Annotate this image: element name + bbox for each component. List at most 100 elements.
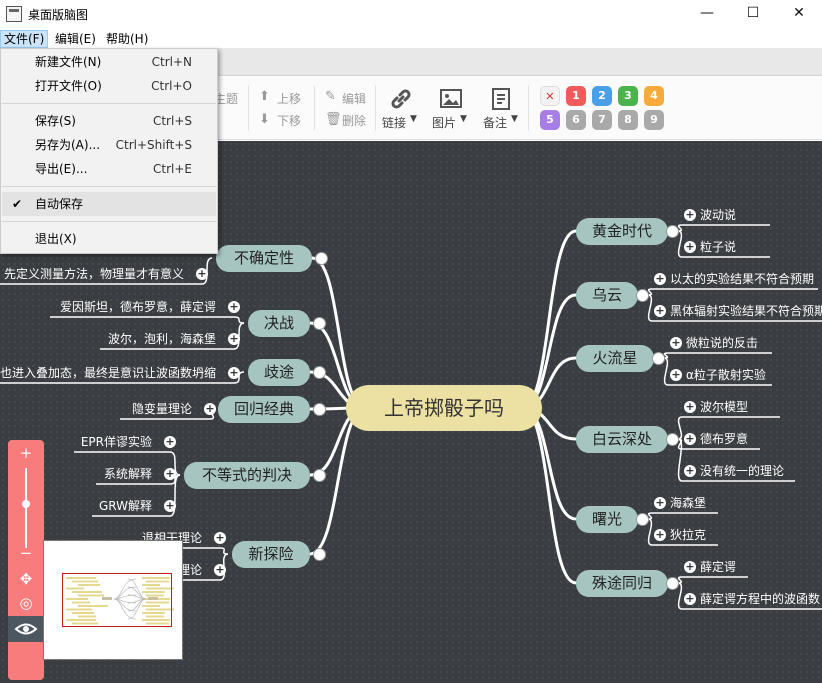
menu-item-export[interactable]: 导出(E)... Ctrl+E <box>2 157 216 181</box>
collapse-toggle[interactable] <box>313 403 326 416</box>
mindmap-canvas[interactable]: 上帝掷骰子吗 黄金时代 + 波动说 + 粒子说乌云 + 以太的实验结果不符合预期 + 黑体辐射实… <box>0 141 822 683</box>
subtopic-node[interactable]: 波动说 <box>700 208 737 222</box>
expand-plus-icon[interactable]: + <box>684 208 696 221</box>
subtopic-node[interactable]: α粒子散射实验 <box>686 368 766 382</box>
menu-help[interactable]: 帮助(H) <box>106 32 149 46</box>
topic-node[interactable]: 火流星 <box>576 345 654 372</box>
subtopic-node[interactable]: 理论 <box>177 563 202 577</box>
subtopic-node[interactable]: 黑体辐射实验结果不符合预期 <box>670 304 822 318</box>
topic-node[interactable]: 白云深处 <box>576 426 668 453</box>
menu-item-save[interactable]: 保存(S) Ctrl+S <box>2 109 216 133</box>
mini-map[interactable] <box>43 540 183 660</box>
edit-button[interactable]: 编辑 <box>342 92 367 106</box>
link-button[interactable]: 链接 <box>382 116 407 130</box>
menu-file[interactable]: 文件(F) <box>0 30 49 48</box>
priority-5-button[interactable]: 5 <box>540 110 560 130</box>
expand-plus-icon[interactable]: + <box>196 267 208 280</box>
image-icon[interactable] <box>439 87 463 111</box>
note-icon[interactable] <box>490 87 512 111</box>
expand-plus-icon[interactable]: + <box>654 272 666 285</box>
expand-plus-icon[interactable]: + <box>228 366 240 379</box>
expand-plus-icon[interactable]: + <box>684 432 696 445</box>
navigator-toggle-button[interactable] <box>8 616 44 642</box>
collapse-toggle[interactable] <box>652 352 665 365</box>
menu-item-autosave[interactable]: ✔ 自动保存 <box>2 192 216 216</box>
subtopic-node[interactable]: 狄拉克 <box>670 528 707 542</box>
menu-item-open-file[interactable]: 打开文件(O) Ctrl+O <box>2 74 216 98</box>
image-button[interactable]: 图片 <box>432 116 457 130</box>
expand-plus-icon[interactable]: + <box>670 368 682 381</box>
priority-3-button[interactable]: 3 <box>618 86 638 106</box>
zoom-in-icon[interactable]: + <box>19 444 33 462</box>
priority-4-button[interactable]: 4 <box>644 86 664 106</box>
expand-plus-icon[interactable]: + <box>228 332 240 345</box>
expand-plus-icon[interactable]: + <box>654 304 666 317</box>
topic-node[interactable]: 殊途同归 <box>576 570 668 597</box>
topic-node[interactable]: 歧途 <box>248 359 310 386</box>
menu-item-new-file[interactable]: 新建文件(N) Ctrl+N <box>2 50 216 74</box>
collapse-toggle[interactable] <box>313 317 326 330</box>
subtopic-node[interactable]: 微粒说的反击 <box>686 336 759 350</box>
menu-item-exit[interactable]: 退出(X) <box>2 227 216 251</box>
topic-node[interactable]: 不等式的判决 <box>184 462 310 489</box>
subtopic-node[interactable]: 德布罗意 <box>700 432 749 446</box>
expand-plus-icon[interactable]: + <box>654 496 666 509</box>
collapse-toggle[interactable] <box>313 469 326 482</box>
expand-plus-icon[interactable]: + <box>204 402 216 415</box>
maximize-button[interactable]: ☐ <box>746 5 760 21</box>
topic-node[interactable]: 黄金时代 <box>576 218 668 245</box>
subtopic-node[interactable]: 海森堡 <box>670 496 707 510</box>
collapse-toggle[interactable] <box>666 433 679 446</box>
subtopic-node[interactable]: EPR佯谬实验 <box>80 435 152 449</box>
expand-plus-icon[interactable]: + <box>214 531 226 544</box>
subtopic-node[interactable]: 也进入叠加态，最终是意识让波函数坍缩 <box>0 366 216 380</box>
subtopic-node[interactable]: 隐变量理论 <box>131 402 192 416</box>
collapse-toggle[interactable] <box>666 225 679 238</box>
move-icon[interactable]: ✥ <box>19 570 33 588</box>
zoom-out-icon[interactable]: − <box>19 544 33 562</box>
subtopic-node[interactable]: 没有统一的理论 <box>700 464 785 478</box>
expand-plus-icon[interactable]: + <box>670 336 682 349</box>
priority-9-button[interactable]: 9 <box>644 110 664 130</box>
expand-plus-icon[interactable]: + <box>164 435 176 448</box>
priority-7-button[interactable]: 7 <box>592 110 612 130</box>
subtopic-node[interactable]: 薛定谔 <box>700 560 737 574</box>
topic-node[interactable]: 曙光 <box>576 506 638 533</box>
topic-button-label[interactable]: 主题 <box>214 92 239 106</box>
expand-plus-icon[interactable]: + <box>164 499 176 512</box>
expand-plus-icon[interactable]: + <box>214 563 226 576</box>
expand-plus-icon[interactable]: + <box>684 560 696 573</box>
subtopic-node[interactable]: 粒子说 <box>700 240 737 254</box>
move-up-button[interactable]: 上移 <box>277 92 302 106</box>
collapse-toggle[interactable] <box>636 289 649 302</box>
zoom-slider-track[interactable] <box>25 468 27 548</box>
topic-node[interactable]: 乌云 <box>576 282 638 309</box>
expand-plus-icon[interactable]: + <box>684 240 696 253</box>
collapse-toggle[interactable] <box>666 577 679 590</box>
subtopic-node[interactable]: 波尔模型 <box>700 400 749 414</box>
priority-2-button[interactable]: 2 <box>592 86 612 106</box>
subtopic-node[interactable]: 先定义测量方法，物理量才有意义 <box>3 267 184 281</box>
mini-map-viewport[interactable] <box>62 573 172 627</box>
subtopic-node[interactable]: 爱因斯坦，德布罗意，薛定谔 <box>59 300 216 314</box>
collapse-toggle[interactable] <box>315 252 328 265</box>
menu-edit[interactable]: 编辑(E) <box>55 32 96 46</box>
priority-1-button[interactable]: 1 <box>566 86 586 106</box>
subtopic-node[interactable]: 波尔，泡利，海森堡 <box>107 332 216 346</box>
move-down-button[interactable]: 下移 <box>277 114 302 128</box>
close-button[interactable]: ✕ <box>793 5 805 21</box>
subtopic-node[interactable]: 系统解释 <box>103 467 152 481</box>
expand-plus-icon[interactable]: + <box>164 467 176 480</box>
note-button[interactable]: 备注 <box>483 116 508 130</box>
delete-button[interactable]: 删除 <box>342 114 367 128</box>
topic-node[interactable]: 决战 <box>248 310 310 337</box>
priority-clear-button[interactable]: ✕ <box>540 86 560 106</box>
collapse-toggle[interactable] <box>636 513 649 526</box>
expand-plus-icon[interactable]: + <box>654 528 666 541</box>
root-topic[interactable]: 上帝掷骰子吗 <box>346 385 542 431</box>
collapse-toggle[interactable] <box>313 366 326 379</box>
subtopic-node[interactable]: 以太的实验结果不符合预期 <box>670 272 815 286</box>
expand-plus-icon[interactable]: + <box>684 464 696 477</box>
menu-item-save-as[interactable]: 另存为(A)... Ctrl+Shift+S <box>2 133 216 157</box>
minimize-button[interactable]: — <box>700 5 714 21</box>
